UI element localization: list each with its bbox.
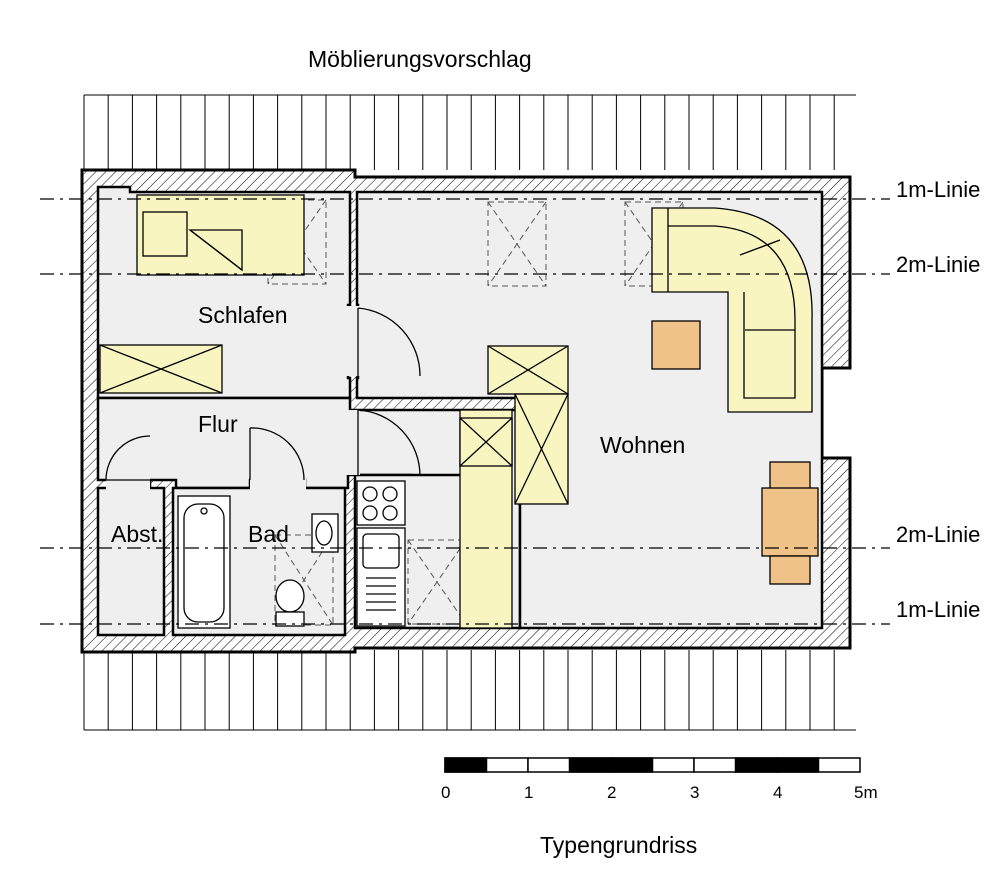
washbasin (311, 513, 339, 553)
room-label-bad: Bad (248, 521, 289, 547)
floors (96, 185, 824, 637)
door-swings (105, 307, 421, 481)
dining-table (761, 461, 819, 585)
room-label-schlafen: Schlafen (198, 302, 288, 328)
furniture (99, 194, 819, 629)
bathtub (177, 495, 231, 629)
scale-bar (444, 757, 861, 773)
height-line-label-2m-top: 2m-Linie (896, 252, 980, 277)
height-lines (40, 198, 890, 625)
height-line-label-1m-bottom: 1m-Linie (896, 597, 980, 622)
room-label-flur: Flur (198, 411, 238, 437)
room-label-wohnen: Wohnen (600, 432, 685, 458)
scale-tick-label: 0 (441, 783, 450, 802)
toilet (275, 579, 305, 627)
scale-tick-label: 1 (524, 783, 533, 802)
plan-title: Möblierungsvorschlag (308, 46, 532, 72)
stove (356, 480, 406, 526)
shelf-unit (459, 345, 569, 629)
height-line-label-2m-bottom: 2m-Linie (896, 522, 980, 547)
scale-tick-label: 2 (607, 783, 616, 802)
bed (136, 194, 305, 276)
height-line-label-1m-top: 1m-Linie (896, 177, 980, 202)
coffee-table (651, 320, 701, 370)
plan-subtitle: Typengrundriss (540, 832, 697, 858)
door-openings (106, 306, 360, 492)
corner-sofa (651, 207, 813, 413)
scale-ticks: 0 1 2 3 4 5m (441, 783, 878, 802)
kitchen-sink (356, 527, 406, 627)
roof-rafters (83, 94, 856, 731)
wardrobe (99, 344, 223, 394)
scale-tick-label: 5m (854, 783, 878, 802)
scale-tick-label: 4 (773, 783, 782, 802)
scale-tick-label: 3 (690, 783, 699, 802)
room-label-abst: Abst. (111, 521, 163, 547)
